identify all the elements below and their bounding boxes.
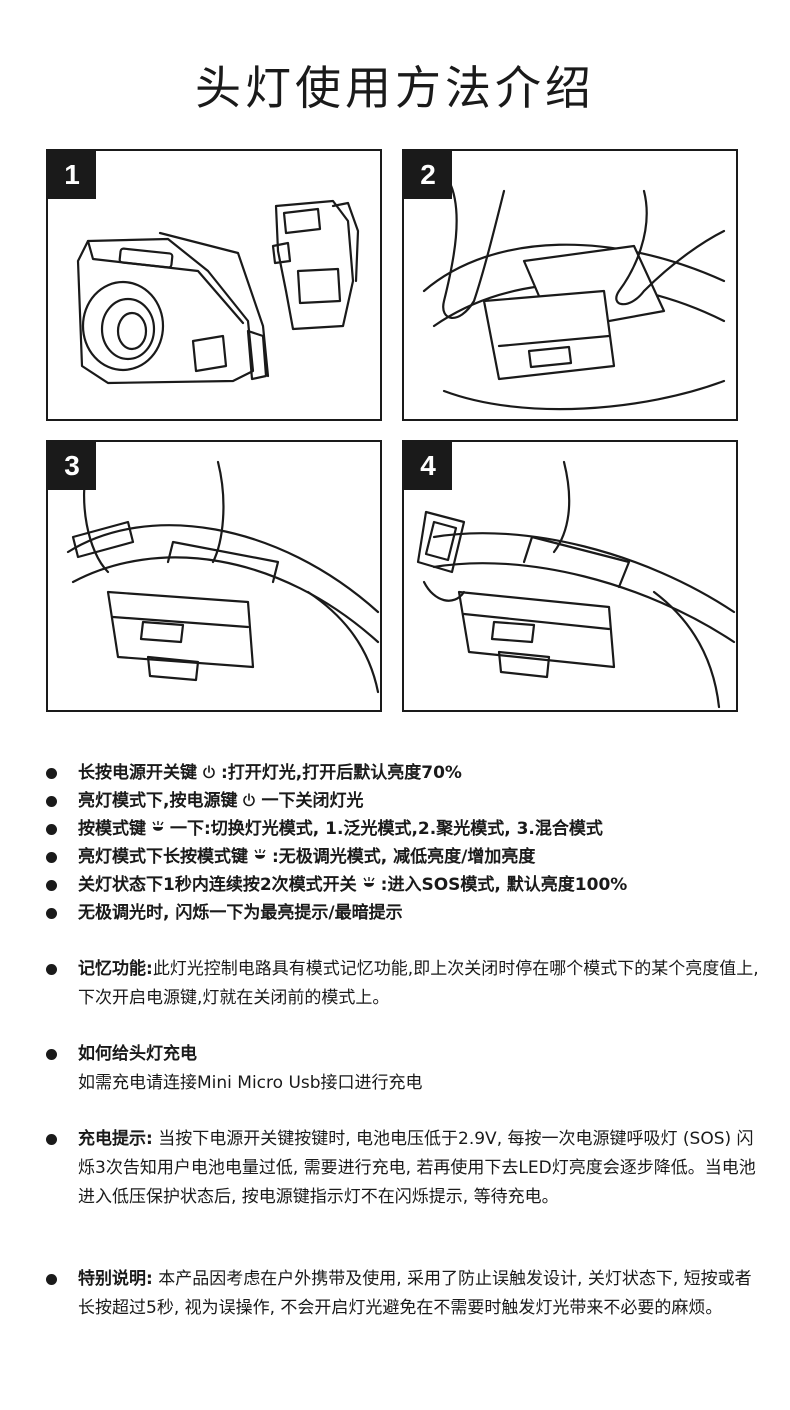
- instruction-item: 按模式键 一下:切换灯光模式, 1.泛光模式,2.聚光模式, 3.混合模式: [44, 815, 764, 843]
- instruction-item: 长按电源开关键 :打开灯光,打开后默认亮度70%: [44, 759, 764, 787]
- charge-tip-section: 充电提示: 当按下电源开关键按键时, 电池电压低于2.9V, 每按一次电源键呼吸…: [44, 1125, 764, 1212]
- instruction-text-after: 一下关闭灯光: [261, 791, 364, 811]
- step-number: 2: [404, 151, 452, 199]
- charge-tip-text: 当按下电源开关键按键时, 电池电压低于2.9V, 每按一次电源键呼吸灯 (SOS…: [78, 1129, 756, 1207]
- charging-section: 如何给头灯充电如需充电请连接Mini Micro Usb接口进行充电: [44, 1040, 764, 1098]
- step-panel-3: 3: [46, 440, 382, 712]
- bullet-dot: [46, 1049, 57, 1060]
- instruction-text: 长按电源开关键: [78, 763, 197, 783]
- mode-icon: [363, 877, 375, 887]
- step-number: 1: [48, 151, 96, 199]
- charging-text: 如需充电请连接Mini Micro Usb接口进行充电: [78, 1073, 423, 1093]
- page-title: 头灯使用方法介绍: [195, 61, 595, 115]
- step-panel-4: 4: [402, 440, 738, 712]
- instruction-item: 亮灯模式下,按电源键 一下关闭灯光: [44, 787, 764, 815]
- memory-label: 记忆功能:: [78, 959, 153, 979]
- bullet-dot: [46, 1274, 57, 1285]
- instruction-item: 无极调光时, 闪烁一下为最亮提示/最暗提示: [44, 899, 764, 927]
- special-note-section: 特别说明: 本产品因考虑在户外携带及使用, 采用了防止误触发设计, 关灯状态下,…: [44, 1265, 764, 1323]
- instruction-text: 按模式键: [78, 819, 146, 839]
- instruction-text-after: :进入SOS模式, 默认亮度100%: [380, 875, 628, 895]
- bullet-dot: [46, 852, 57, 863]
- attach-band-illustration: [422, 179, 726, 411]
- instruction-text-after: :打开灯光,打开后默认亮度70%: [221, 763, 462, 783]
- step-number: 4: [404, 442, 452, 490]
- step-panel-2: 2: [402, 149, 738, 421]
- step-panel-1: 1: [46, 149, 382, 421]
- headlamp-and-clip-illustration: [76, 199, 360, 385]
- bullet-dot: [46, 880, 57, 891]
- memory-function-section: 记忆功能:此灯光控制电路具有模式记忆功能,即上次关闭时停在哪个模式下的某个亮度值…: [44, 955, 764, 1013]
- instruction-item: 亮灯模式下长按模式键 :无极调光模式, 减低亮度/增加亮度: [44, 843, 764, 871]
- instruction-text: 无极调光时, 闪烁一下为最亮提示/最暗提示: [78, 903, 403, 923]
- bullet-dot: [46, 1134, 57, 1145]
- instruction-text: 亮灯模式下长按模式键: [78, 847, 248, 867]
- memory-text: 此灯光控制电路具有模式记忆功能,即上次关闭时停在哪个模式下的某个亮度值上,下次开…: [78, 959, 759, 1008]
- instruction-list: 长按电源开关键 :打开灯光,打开后默认亮度70% 亮灯模式下,按电源键 一下关闭灯光按…: [44, 759, 764, 927]
- power-icon: [243, 793, 256, 807]
- special-text: 本产品因考虑在户外携带及使用, 采用了防止误触发设计, 关灯状态下, 短按或者长…: [78, 1269, 752, 1318]
- bullet-dot: [46, 908, 57, 919]
- instruction-text-after: 一下:切换灯光模式, 1.泛光模式,2.聚光模式, 3.混合模式: [170, 819, 603, 839]
- instruction-text-after: :无极调光模式, 减低亮度/增加亮度: [272, 847, 536, 867]
- bullet-dot: [46, 796, 57, 807]
- instruction-item: 关灯状态下1秒内连续按2次模式开关 :进入SOS模式, 默认亮度100%: [44, 871, 764, 899]
- special-label: 特别说明:: [78, 1269, 153, 1289]
- mode-icon: [254, 849, 266, 859]
- step-number: 3: [48, 442, 96, 490]
- wear-on-head-illustration: [66, 460, 380, 694]
- power-icon: [203, 765, 215, 779]
- adjust-buckle-illustration: [416, 460, 736, 709]
- charge-tip-label: 充电提示:: [78, 1129, 153, 1149]
- bullet-dot: [46, 768, 57, 779]
- bullet-dot: [46, 824, 57, 835]
- charging-label: 如何给头灯充电: [78, 1044, 197, 1064]
- instruction-text: 亮灯模式下,按电源键: [78, 791, 238, 811]
- bullet-dot: [46, 964, 57, 975]
- mode-icon: [152, 821, 164, 831]
- instruction-text: 关灯状态下1秒内连续按2次模式开关: [78, 875, 357, 895]
